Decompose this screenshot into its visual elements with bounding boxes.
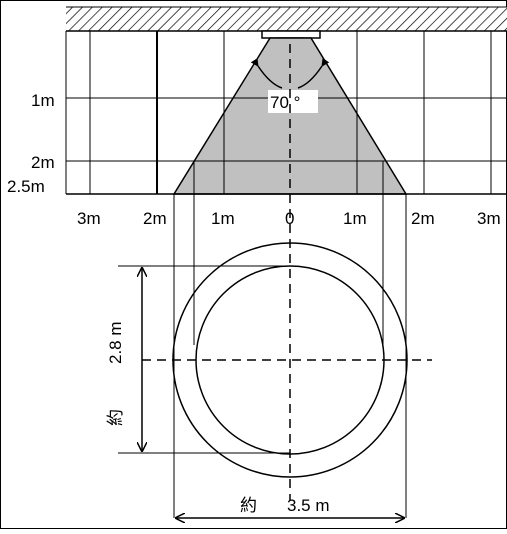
distance-label-center-0: 0 [285,209,294,228]
ceiling-hatch [66,7,507,31]
inner-diameter-value: 2.8 m [106,321,125,364]
projection-lines [173,194,407,518]
angle-label-bg [268,90,318,113]
height-label-2-5m: 2.5m [7,177,45,196]
distance-label-left-3m: 3m [77,209,101,228]
distance-label-left-1m: 1m [211,209,235,228]
distance-label-right-3m: 3m [477,209,501,228]
outer-diameter-dimension: 約 3.5 m [176,496,404,518]
distance-label-right-1m: 1m [343,209,367,228]
inner-diameter-prefix: 約 [106,409,125,426]
ceiling [66,6,507,32]
outer-diameter-prefix: 約 [240,496,257,515]
inner-diameter-dimension: 2.8 m 約 [106,265,290,454]
distance-label-left-2m: 2m [143,209,167,228]
distance-label-right-2m: 2m [411,209,435,228]
angle-label: 70 ° [270,93,300,112]
grid [65,31,507,195]
angle-indicator [250,57,330,89]
height-label-1m: 1m [31,91,55,110]
outer-diameter-value: 3.5 m [287,496,330,515]
height-label-2m: 2m [31,153,55,172]
